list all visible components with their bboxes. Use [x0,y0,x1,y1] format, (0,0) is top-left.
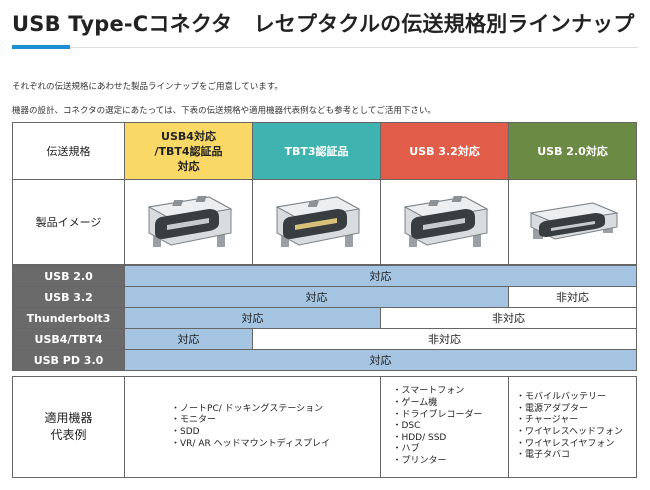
cell-supported: 対応 [124,286,509,308]
list-item: ・ハブ [392,444,420,455]
list-item: ・電源アダプター [515,403,588,414]
cell-unsupported: 非対応 [380,307,637,329]
matrix-row-usb4: USB4/TBT4 対応 非対応 [12,328,637,350]
devices-col-3: ・モバイルバッテリー ・電源アダプター ・チャージャー ・ワイヤレスヘッドフォン… [508,376,637,478]
product-image-usb20 [508,179,637,265]
list-item: ・電子タバコ [515,450,570,461]
header-usb4: USB4対応 /TBT4認証品 対応 [124,122,253,180]
devices-col-1: ・ノートPC/ ドッキングステーション ・モニター ・SDD ・VR/ AR ヘ… [124,376,381,478]
list-item: ・プリンター [392,455,447,466]
product-image-tbt3 [252,179,381,265]
cell-unsupported: 非対応 [252,328,637,350]
product-table: 伝送規格 USB4対応 /TBT4認証品 対応 TBT3認証品 USB 3.2対… [12,122,637,265]
list-item: ・VR/ AR ヘッドマウントディスプレイ [171,438,330,449]
list-item: ・スマートフォン [392,386,465,397]
intro-line-1: それぞれの伝送規格にあわせた製品ラインナップをご用意しています。 [12,82,283,92]
usb-c-receptacle-icon [402,196,489,247]
matrix-row-tbt3: Thunderbolt3 対応 非対応 [12,307,637,329]
cell-supported: 対応 [124,349,637,371]
header-usb4-line: 対応 [177,159,200,173]
row-label-usbpd: USB PD 3.0 [12,349,125,371]
list-item: ・ワイヤレスイヤフォン [515,438,615,449]
cell-supported: 対応 [124,265,637,287]
intro-line-2: 機器の設計、コネクタの選定にあたっては、下表の伝送規格や適用機器代表例なども参考… [12,106,436,116]
header-usb20: USB 2.0対応 [508,122,637,180]
title-accent-bar [12,45,70,49]
product-image-usb32 [380,179,509,265]
header-usb32: USB 3.2対応 [380,122,509,180]
list-item: ・モニター [171,415,217,426]
header-label: 伝送規格 [12,122,125,180]
devices-label-line: 代表例 [50,428,87,442]
header-tbt3: TBT3認証品 [252,122,381,180]
list-item: ・チャージャー [515,415,579,426]
usb-c-receptacle-icon [146,196,233,247]
row-label-usb4: USB4/TBT4 [12,328,125,350]
header-usb4-line: USB4対応 [161,129,216,143]
devices-label: 適用機器 代表例 [12,376,125,478]
usb-c-receptacle-icon [528,202,619,240]
product-image-usb4 [124,179,253,265]
list-item: ・ゲーム機 [392,398,438,409]
matrix-row-usbpd: USB PD 3.0 対応 [12,349,637,371]
page-title: USB Type-Cコネクタ レセプタクルの伝送規格別ラインナップ [12,12,635,36]
header-usb4-line: /TBT4認証品 [154,144,223,158]
image-row-label: 製品イメージ [12,179,125,265]
support-matrix: USB 2.0 対応 USB 3.2 対応 非対応 Thunderbolt3 対… [12,265,637,371]
list-item: ・DSC [392,421,421,432]
devices-table: 適用機器 代表例 ・ノートPC/ ドッキングステーション ・モニター ・SDD … [12,376,637,478]
row-label-thunderbolt3: Thunderbolt3 [12,307,125,329]
usb-c-receptacle-icon [274,196,361,247]
cell-supported: 対応 [124,328,253,350]
list-item: ・ワイヤレスヘッドフォン [515,427,624,437]
list-item: ・SDD [171,427,200,437]
list-item: ・モバイルバッテリー [515,392,606,403]
cell-supported: 対応 [124,307,381,329]
matrix-row-usb32: USB 3.2 対応 非対応 [12,286,637,308]
list-item: ・ノートPC/ ドッキングステーション [171,403,324,414]
devices-label-line: 適用機器 [44,411,93,425]
list-item: ・HDD/ SSD [392,432,447,443]
title-divider [12,47,638,48]
row-label-usb32: USB 3.2 [12,286,125,308]
list-item: ・ドライブレコーダー [392,409,483,420]
matrix-row-usb20: USB 2.0 対応 [12,265,637,287]
row-label-usb20: USB 2.0 [12,265,125,287]
cell-unsupported: 非対応 [508,286,637,308]
devices-col-2: ・スマートフォン ・ゲーム機 ・ドライブレコーダー ・DSC ・HDD/ SSD… [380,376,509,478]
